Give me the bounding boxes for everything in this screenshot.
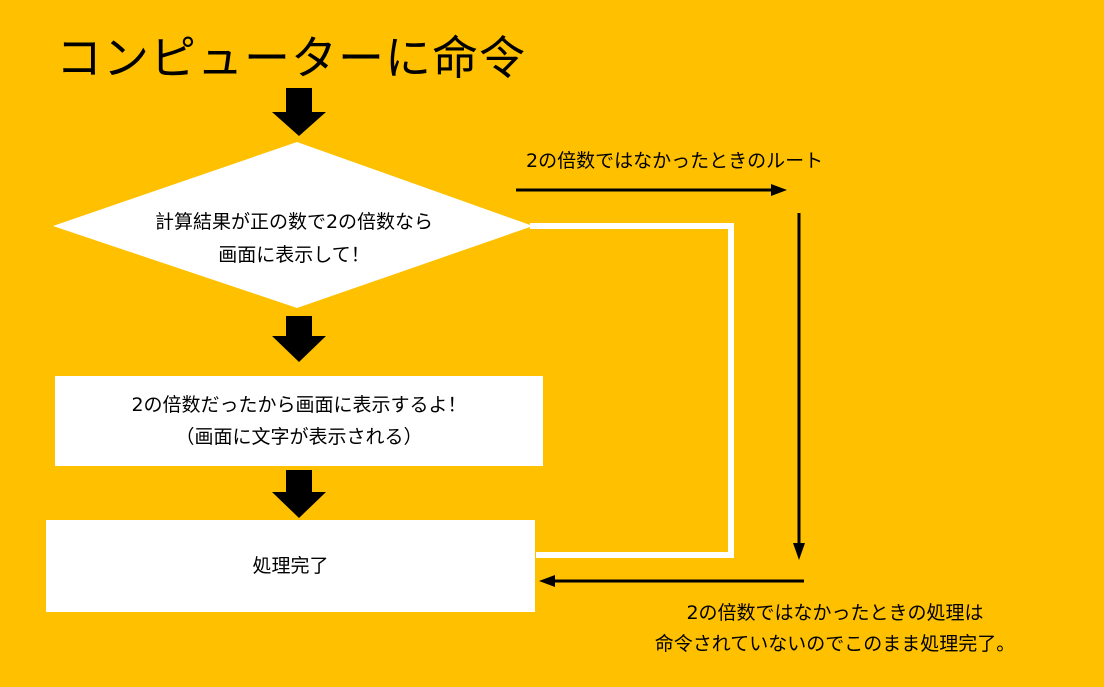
down-arrow-2 [272,316,326,362]
process-line-2: （画面に文字が表示される） [175,426,423,448]
route-arrow-right [516,184,787,196]
route-note-line-2: 命令されていないのでこのまま処理完了。 [654,633,1016,655]
route-note: 2の倍数ではなかったときの処理は 命令されていないのでこのまま処理完了。 [600,598,1070,660]
down-arrow-3 [272,470,326,518]
decision-diamond [53,142,533,308]
page-title: コンピューターに命令 [56,31,526,85]
down-arrow-1 [272,88,326,136]
end-box: 処理完了 [46,520,535,612]
route-note-line-1: 2の倍数ではなかったときの処理は [686,602,984,624]
end-box-label: 処理完了 [252,555,329,577]
decision-line-2: 画面に表示して！ [218,244,370,266]
route-label: 2の倍数ではなかったときのルート [526,150,824,172]
route-arrow-left [539,575,804,587]
decision-line-1: 計算結果が正の数で2の倍数なら [154,211,434,233]
process-line-1: 2の倍数だったから画面に表示するよ！ [131,394,467,416]
decision-text: 計算結果が正の数で2の倍数なら 画面に表示して！ [112,206,476,272]
process-box: 2の倍数だったから画面に表示するよ！ （画面に文字が表示される） [55,376,543,466]
non-multiple-route-line [530,223,734,558]
route-arrow-down [793,213,805,560]
